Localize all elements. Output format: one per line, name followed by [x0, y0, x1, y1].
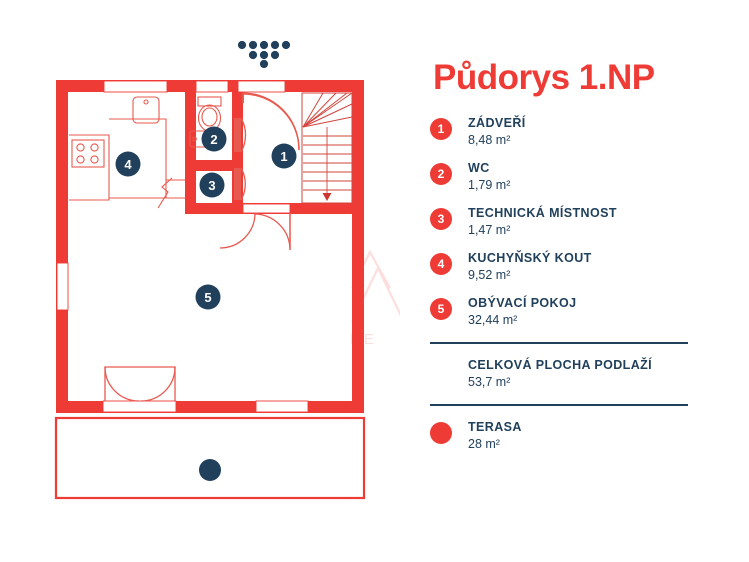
legend-divider-top	[430, 342, 688, 344]
legend-badge-2: 2	[430, 163, 452, 185]
wall-service-bottom	[185, 203, 243, 214]
legend-text-1: ZÁDVEŘÍ 8,48 m²	[468, 116, 730, 148]
french-door-bottom	[102, 400, 177, 413]
window-top-right	[237, 80, 286, 93]
room-marker-2: 2	[201, 126, 227, 152]
wall-kitchen-wc	[185, 92, 196, 214]
stairs-down-arrow-icon	[322, 193, 332, 201]
window-bottom-right	[255, 400, 309, 413]
windows-group	[56, 80, 309, 413]
door-front-entrance	[242, 92, 300, 151]
legend-text-4: KUCHYŇSKÝ KOUT 9,52 m²	[468, 251, 730, 283]
door-entry-to-living	[253, 213, 291, 251]
terrace-color-swatch	[430, 422, 452, 444]
wall-entry-bottom	[232, 203, 352, 214]
legend-name-3: TECHNICKÁ MÍSTNOST	[468, 206, 617, 220]
room-marker-3: 3	[199, 172, 225, 198]
staircase	[301, 92, 353, 204]
kitchen-fixtures	[69, 96, 167, 201]
legend-item-technicka-mistnost: 3 TECHNICKÁ MÍSTNOST 1,47 m²	[430, 206, 730, 238]
legend-divider-bottom	[430, 404, 688, 406]
north-dot-triangle-icon	[237, 40, 291, 69]
page-title: Půdorys 1.NP	[433, 58, 655, 97]
wall-wc-entry	[232, 92, 243, 214]
legend-panel: Půdorys 1.NP 1 ZÁDVEŘÍ 8,48 m² 2 WC 1,79…	[430, 58, 730, 465]
legend-name-2: WC	[468, 161, 490, 175]
legend-item-terasa: TERASA 28 m²	[430, 420, 730, 452]
room-marker-5-label: 5	[204, 290, 211, 305]
legend-area-2: 1,79 m²	[468, 178, 511, 192]
terrace-outline	[54, 416, 366, 500]
room-marker-1-label: 1	[280, 149, 287, 164]
wall-wc-tech	[185, 160, 243, 171]
window-top-left	[103, 80, 168, 93]
legend-text-3: TECHNICKÁ MÍSTNOST 1,47 m²	[468, 206, 730, 238]
door-opening-entry-living	[242, 203, 291, 214]
legend-item-obyvaci-pokoj: 5 OBÝVACÍ POKOJ 32,44 m²	[430, 296, 730, 328]
legend-name-1: ZÁDVEŘÍ	[468, 116, 526, 130]
window-left	[56, 262, 69, 311]
room-markers: 1 2 3 4 5	[115, 126, 297, 481]
floor-plan-drawing: RE	[54, 40, 400, 500]
total-area-label: CELKOVÁ PLOCHA PODLAŽÍ	[468, 358, 653, 372]
room-marker-3-label: 3	[208, 178, 215, 193]
legend-area-5: 32,44 m²	[468, 313, 518, 327]
legend-badge-5: 5	[430, 298, 452, 320]
room-marker-4-label: 4	[124, 157, 132, 172]
legend-name-4: KUCHYŇSKÝ KOUT	[468, 251, 592, 265]
floor-plan-svg: RE	[54, 40, 400, 500]
legend-room-list: 1 ZÁDVEŘÍ 8,48 m² 2 WC 1,79 m² 3 TECHNIC…	[430, 116, 730, 328]
room-marker-5: 5	[195, 284, 221, 310]
kitchen-divider-break	[157, 177, 185, 209]
legend-name-5: OBÝVACÍ POKOJ	[468, 296, 577, 310]
french-door-swing	[104, 366, 176, 402]
legend-area-3: 1,47 m²	[468, 223, 511, 237]
window-top-mid	[195, 80, 229, 93]
legend-item-wc: 2 WC 1,79 m²	[430, 161, 730, 193]
interior-walls	[185, 92, 352, 214]
legend-badge-4: 4	[430, 253, 452, 275]
terrace-label: TERASA	[468, 420, 522, 434]
terrace-marker-dot	[199, 459, 221, 481]
legend-text-2: WC 1,79 m²	[468, 161, 730, 193]
legend-text-5: OBÝVACÍ POKOJ 32,44 m²	[468, 296, 730, 328]
legend-item-zadveri: 1 ZÁDVEŘÍ 8,48 m²	[430, 116, 730, 148]
wc-fixtures	[189, 96, 222, 148]
terrace-area: 28 m²	[468, 437, 500, 451]
total-area-value: 53,7 m²	[468, 375, 511, 389]
legend-badge-1: 1	[430, 118, 452, 140]
room-marker-1: 1	[271, 143, 297, 169]
room-marker-4: 4	[115, 151, 141, 177]
legend-item-kuchynsky-kout: 4 KUCHYŇSKÝ KOUT 9,52 m²	[430, 251, 730, 283]
legend-text-terrace: TERASA 28 m²	[468, 420, 730, 452]
legend-badge-3: 3	[430, 208, 452, 230]
room-marker-2-label: 2	[210, 132, 217, 147]
legend-area-1: 8,48 m²	[468, 133, 511, 147]
legend-area-4: 9,52 m²	[468, 268, 511, 282]
total-area-block: CELKOVÁ PLOCHA PODLAŽÍ 53,7 m²	[468, 358, 730, 390]
